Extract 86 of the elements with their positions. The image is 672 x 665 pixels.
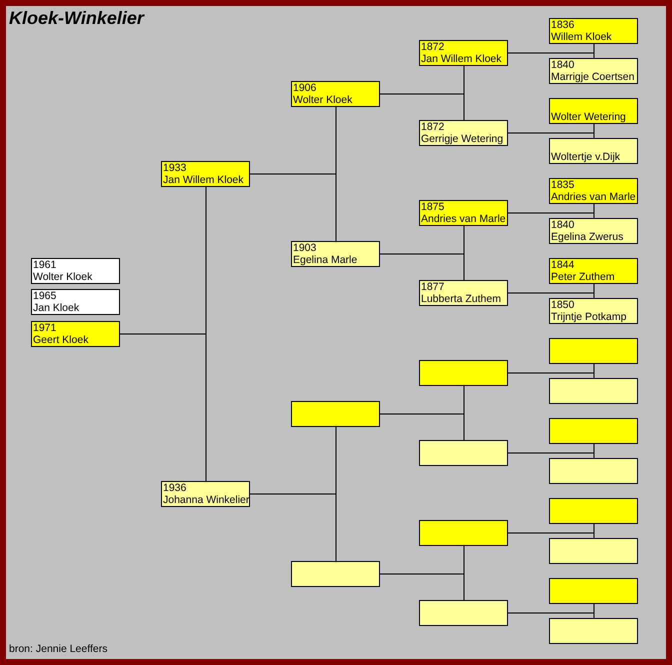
family-line	[508, 132, 594, 138]
person-name: Wolter Kloek	[293, 94, 354, 106]
person-name: Jan Willem Kloek	[163, 174, 245, 186]
family-line	[120, 334, 206, 482]
person-box	[291, 81, 380, 107]
person-box	[419, 200, 508, 226]
person-box	[549, 218, 638, 244]
person-box	[419, 280, 508, 306]
family-line	[508, 532, 594, 538]
birth-year: 1836	[551, 20, 576, 32]
empty-person-box	[549, 498, 638, 524]
person-box	[549, 98, 638, 124]
family-line	[508, 612, 594, 618]
person-box	[161, 481, 250, 507]
empty-person-box	[549, 618, 638, 644]
person-box	[31, 289, 120, 315]
person-box	[549, 18, 638, 44]
family-line	[380, 94, 464, 120]
family-line	[508, 212, 594, 218]
person-box	[291, 241, 380, 267]
person-name: Egelina Marle	[293, 254, 358, 266]
empty-person-box	[549, 418, 638, 444]
person-name: Geert Kloek	[33, 334, 90, 346]
birth-year: 1840	[551, 60, 576, 72]
birth-year: 1933	[163, 163, 188, 174]
family-line	[508, 292, 594, 298]
birth-year: 1850	[551, 300, 576, 312]
person-box	[549, 258, 638, 284]
family-line	[380, 574, 464, 600]
source-note: bron: Jennie Leeffers	[9, 643, 108, 655]
birth-year: 1835	[551, 180, 576, 192]
empty-person-box	[419, 520, 508, 546]
empty-person-box	[549, 578, 638, 604]
person-name: Lubberta Zuthem	[421, 294, 502, 305]
person-box	[549, 138, 638, 164]
person-name: Peter Zuthem	[551, 272, 616, 283]
person-box	[549, 178, 638, 204]
person-name: Wolter Wetering	[551, 112, 627, 123]
birth-year: 1877	[421, 282, 446, 294]
birth-year: 1965	[33, 291, 58, 302]
person-name: Johanna Winkelier	[163, 494, 248, 506]
person-box	[419, 120, 508, 146]
empty-person-box	[419, 360, 508, 386]
birth-year: 1961	[33, 260, 58, 272]
person-box	[549, 298, 638, 324]
person-name: Andries van Marle	[421, 214, 506, 225]
person-name: Egelina Zwerus	[551, 232, 624, 243]
birth-year: 1875	[421, 202, 446, 214]
birth-year: 1872	[421, 122, 446, 134]
person-name: Woltertje v.Dijk	[551, 152, 622, 163]
empty-person-box	[549, 538, 638, 564]
empty-person-box	[549, 458, 638, 484]
empty-person-box	[549, 378, 638, 404]
person-name: Andries van Marle	[551, 192, 636, 203]
person-box	[549, 58, 638, 84]
birth-year: 1872	[421, 42, 446, 54]
birth-year: 1840	[551, 220, 576, 232]
person-box	[31, 321, 120, 347]
person-name: Willem Kloek	[551, 32, 613, 43]
family-line	[508, 372, 594, 378]
birth-year: 1971	[33, 323, 58, 334]
empty-person-box	[291, 401, 380, 427]
family-line	[250, 494, 336, 562]
family-line	[508, 452, 594, 458]
empty-person-box	[291, 561, 380, 587]
family-line	[380, 414, 464, 440]
person-box	[161, 161, 250, 187]
person-name: Marrigje Coertsen	[551, 72, 636, 83]
person-name: Jan Kloek	[33, 302, 80, 314]
empty-person-box	[419, 440, 508, 466]
person-name: Wolter Kloek	[33, 272, 94, 283]
empty-person-box	[549, 338, 638, 364]
birth-year: 1903	[293, 243, 318, 254]
birth-year: 1844	[551, 260, 576, 272]
person-name: Gerrigje Wetering	[421, 134, 504, 145]
birth-year: 1936	[163, 483, 188, 494]
person-box	[419, 40, 508, 66]
family-line	[250, 174, 336, 242]
person-box	[31, 258, 120, 284]
person-name: Trijntje Potkamp	[551, 312, 628, 323]
family-line	[508, 52, 594, 58]
family-line	[380, 254, 464, 280]
empty-person-box	[419, 600, 508, 626]
person-name: Jan Willem Kloek	[421, 54, 503, 65]
birth-year: 1906	[293, 83, 318, 94]
chart-title: Kloek-Winkelier	[9, 8, 144, 29]
